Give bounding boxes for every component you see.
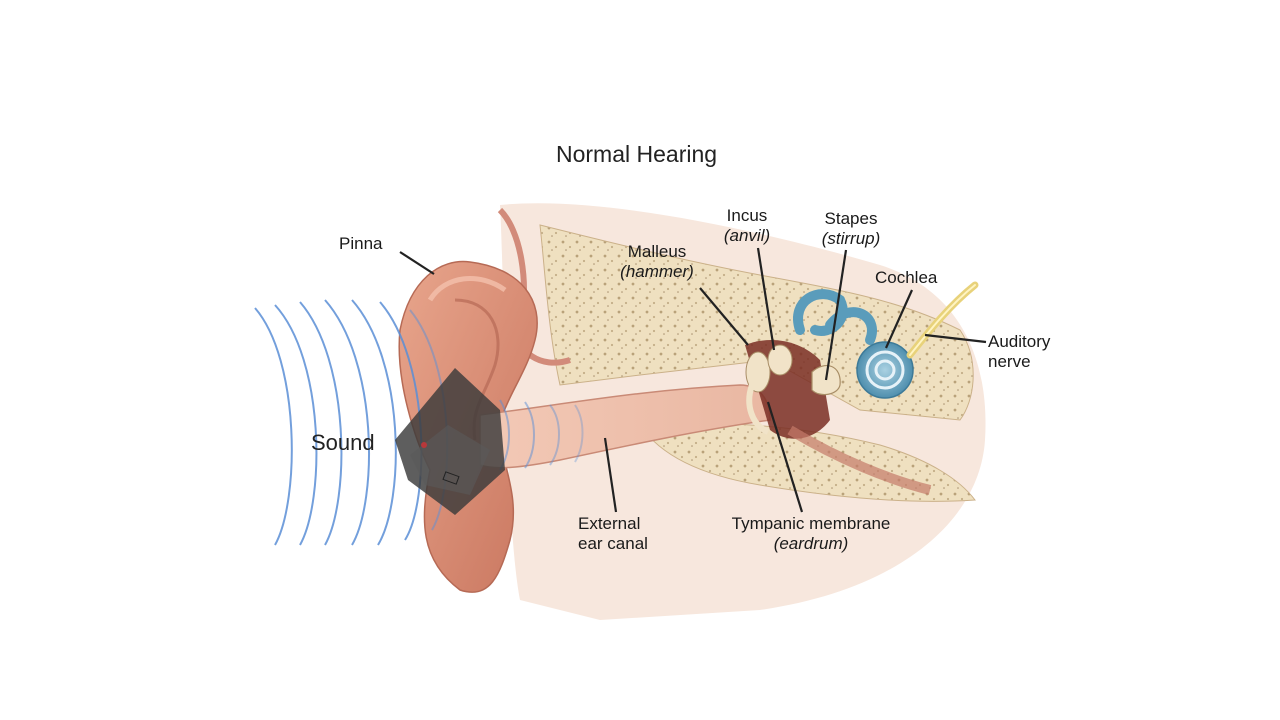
external-ear-canal-label: External ear canal: [578, 514, 648, 554]
cochlea-spiral: [856, 341, 914, 399]
external-ear-canal-line1: External: [578, 514, 641, 533]
stapes-name: Stapes: [824, 209, 878, 228]
malleus-common-name: (hammer): [620, 262, 694, 281]
external-ear-canal-line2: ear canal: [578, 534, 648, 553]
incus-label: Incus (anvil): [712, 206, 782, 246]
auditory-nerve-label: Auditory nerve: [988, 332, 1050, 372]
stapes-bone: [811, 364, 841, 396]
tympanic-membrane-common-name: (eardrum): [773, 534, 849, 553]
hearing-aid-device: [395, 368, 505, 515]
diagram-title: Normal Hearing: [556, 141, 718, 167]
malleus-name: Malleus: [627, 242, 687, 261]
tympanic-membrane-name: Tympanic membrane: [731, 514, 891, 533]
incus-common-name: (anvil): [723, 226, 771, 245]
eustachian-tube: [787, 425, 932, 495]
stapes-common-name: (stirrup): [821, 229, 881, 248]
malleus-label: Malleus (hammer): [607, 242, 707, 282]
stapes-label: Stapes (stirrup): [808, 209, 894, 249]
malleus-bone: [745, 351, 771, 393]
auditory-nerve-line2: nerve: [988, 352, 1031, 371]
incus-name: Incus: [726, 206, 768, 225]
pinna-helix-highlight: [427, 276, 507, 302]
sound-waves: [254, 299, 584, 546]
tympanic-membrane-shape: [746, 384, 770, 435]
auditory-nerve-line1: Auditory: [988, 332, 1051, 351]
incus-bone: [767, 344, 793, 376]
leader-lines: [399, 247, 987, 513]
pinna-label: Pinna: [339, 234, 383, 253]
sound-label: Sound: [311, 430, 375, 455]
tympanic-membrane-label: Tympanic membrane (eardrum): [706, 514, 916, 554]
cochlea-label: Cochlea: [875, 268, 938, 287]
